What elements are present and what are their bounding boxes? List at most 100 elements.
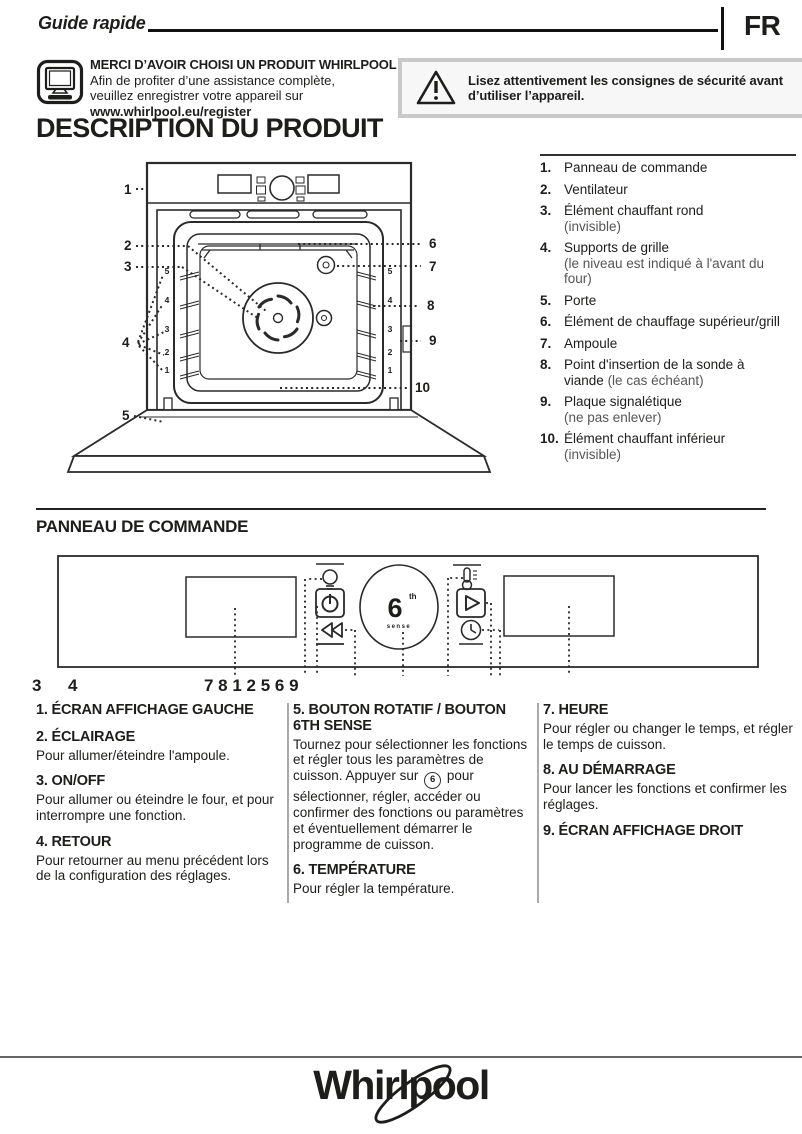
control-panel-diagram: 6 th sense <box>32 555 759 695</box>
power-icon <box>315 588 345 618</box>
section-title-panel: PANNEAU DE COMMANDE <box>36 517 249 536</box>
legend-title: 6. TEMPÉRATURE <box>293 862 416 879</box>
legend-title: 5. BOUTON ROTATIF / BOUTON 6TH SENSE <box>293 702 506 734</box>
oven-cavity <box>173 221 384 404</box>
oven-body <box>145 161 413 412</box>
safety-warning-box: Lisez attentivement les consignes de séc… <box>398 58 802 118</box>
lamp <box>316 255 336 275</box>
legend-title: 9. ÉCRAN AFFICHAGE DROIT <box>543 822 744 839</box>
panel-outline <box>57 555 759 668</box>
legend-column-2: 5. BOUTON ROTATIF / BOUTON 6TH SENSE Tou… <box>293 702 531 908</box>
callout-numbers: 1 2 3 4 5 6 7 8 9 10 <box>122 182 437 423</box>
legend-divider-2 <box>537 703 539 903</box>
product-description-list: 1.Panneau de commande 2.Ventilateur 3.Él… <box>540 160 798 468</box>
svg-text:5: 5 <box>388 266 393 276</box>
diagram-knob <box>269 175 295 201</box>
register-monitor-icon <box>36 59 84 105</box>
legend-body: Pour allumer/éteindre l'ampoule. <box>36 747 230 763</box>
legend-body: Pour allumer ou éteindre le four, et pou… <box>36 792 274 823</box>
svg-text:10: 10 <box>415 380 430 395</box>
list-item: 1.Panneau de commande <box>540 160 708 175</box>
light-icon <box>316 563 344 590</box>
legend-title: 7. HEURE <box>543 702 609 718</box>
rating-plate <box>402 325 412 353</box>
legend-title: 4. RETOUR <box>36 833 112 850</box>
list-item: 8.Point d'insertion de la sonde à viande… <box>540 357 745 388</box>
svg-text:6: 6 <box>429 236 437 251</box>
svg-text:3: 3 <box>388 324 393 334</box>
svg-text:5: 5 <box>165 266 170 276</box>
list-item: 6.Élément de chauffage supérieur/grill <box>540 314 780 329</box>
rotary-knob-6th-sense: 6 th sense <box>359 564 439 650</box>
shelf-level-numbers: 5 4 3 2 1 5 4 3 2 1 <box>165 266 393 375</box>
header-vertical-bar <box>721 7 724 50</box>
doc-type-label: Guide rapide <box>38 13 146 33</box>
legend-body: Pour régler la température. <box>293 881 455 897</box>
legend-divider-1 <box>287 703 289 903</box>
time-icon <box>459 619 483 645</box>
svg-text:1: 1 <box>165 365 170 375</box>
section-title-description: DESCRIPTION DU PRODUIT <box>36 113 383 143</box>
register-block: MERCI D’AVOIR CHOISI UN PRODUIT WHIRLPOO… <box>90 57 400 119</box>
svg-text:4: 4 <box>122 335 130 350</box>
panel-leaders <box>234 577 570 676</box>
list-item: 3.Élément chauffant rond(invisible) <box>540 203 704 234</box>
list-item: 5.Porte <box>540 292 597 308</box>
back-icon <box>316 622 344 645</box>
brand-logo: Whirlpool <box>313 1062 490 1108</box>
svg-text:3: 3 <box>124 259 132 274</box>
svg-text:5: 5 <box>122 408 130 423</box>
legend-body: Pour lancer les fonctions et confirmer l… <box>543 781 787 812</box>
diagram-right-display <box>307 174 340 194</box>
svg-text:sense: sense <box>387 624 412 630</box>
right-display <box>503 575 615 637</box>
legend-column-3: 7. HEURE Pour régler ou changer le temps,… <box>543 702 796 851</box>
diagram-left-display <box>217 174 252 194</box>
probe-point <box>315 309 333 327</box>
list-item: 4.Supports de grille(le niveau est indiq… <box>540 240 764 286</box>
footer-rule <box>0 1056 802 1058</box>
svg-text:1: 1 <box>124 182 132 197</box>
legend-body: Tournez pour sélectionner les fonctions … <box>293 736 528 852</box>
legend-body: Pour retourner au menu précédent lors de… <box>36 852 269 884</box>
register-title: MERCI D’AVOIR CHOISI UN PRODUIT WHIRLPOO… <box>90 57 397 72</box>
svg-text:2: 2 <box>388 347 393 357</box>
svg-text:3: 3 <box>165 324 170 334</box>
svg-text:7: 7 <box>429 259 437 274</box>
svg-text:7 8 1 2 5 6 9: 7 8 1 2 5 6 9 <box>204 676 299 695</box>
legend-column-1: 1. ÉCRAN AFFICHAGE GAUCHE 2. ÉCLAIRAGE Po… <box>36 702 282 895</box>
legend-title: 1. ÉCRAN AFFICHAGE GAUCHE <box>36 702 254 718</box>
svg-text:2: 2 <box>124 238 132 253</box>
list-item: 2.Ventilateur <box>540 181 628 197</box>
svg-text:4: 4 <box>165 295 170 305</box>
warning-triangle-icon <box>416 70 456 105</box>
list-item: 7.Ampoule <box>540 335 618 351</box>
left-display <box>185 576 297 638</box>
panel-callout-numbers: 3 4 7 8 1 2 5 6 9 <box>32 676 299 695</box>
svg-text:6: 6 <box>387 593 402 623</box>
sixth-sense-icon: 6 <box>424 772 442 790</box>
brand-swoosh <box>374 1064 452 1124</box>
header-rule <box>148 29 718 32</box>
legend-title: 2. ÉCLAIRAGE <box>36 728 136 745</box>
section-rule <box>36 508 766 510</box>
safety-warning-text: Lisez attentivement les consignes de séc… <box>468 72 783 104</box>
oven-diagram: 5 4 3 2 1 5 4 3 2 1 <box>66 161 492 473</box>
svg-text:th: th <box>409 592 417 601</box>
svg-text:4: 4 <box>68 676 78 695</box>
svg-text:2: 2 <box>165 347 170 357</box>
svg-text:3: 3 <box>32 676 41 695</box>
svg-text:9: 9 <box>429 333 437 348</box>
fan <box>242 282 314 354</box>
register-line1: Afin de profiter d’une assistance complè… <box>90 72 335 88</box>
language-badge: FR <box>744 10 781 41</box>
callout-leaders <box>133 188 421 423</box>
register-url: www.whirlpool.eu/register <box>90 103 252 119</box>
legend-body: Pour régler ou changer le temps, et régl… <box>543 720 793 752</box>
svg-text:1: 1 <box>388 365 393 375</box>
svg-text:8: 8 <box>427 298 435 313</box>
list-item: 9.Plaque signalétique(ne pas enlever) <box>540 394 682 425</box>
legend-title: 8. AU DÉMARRAGE <box>543 762 676 779</box>
legend-title: 3. ON/OFF <box>36 773 106 790</box>
